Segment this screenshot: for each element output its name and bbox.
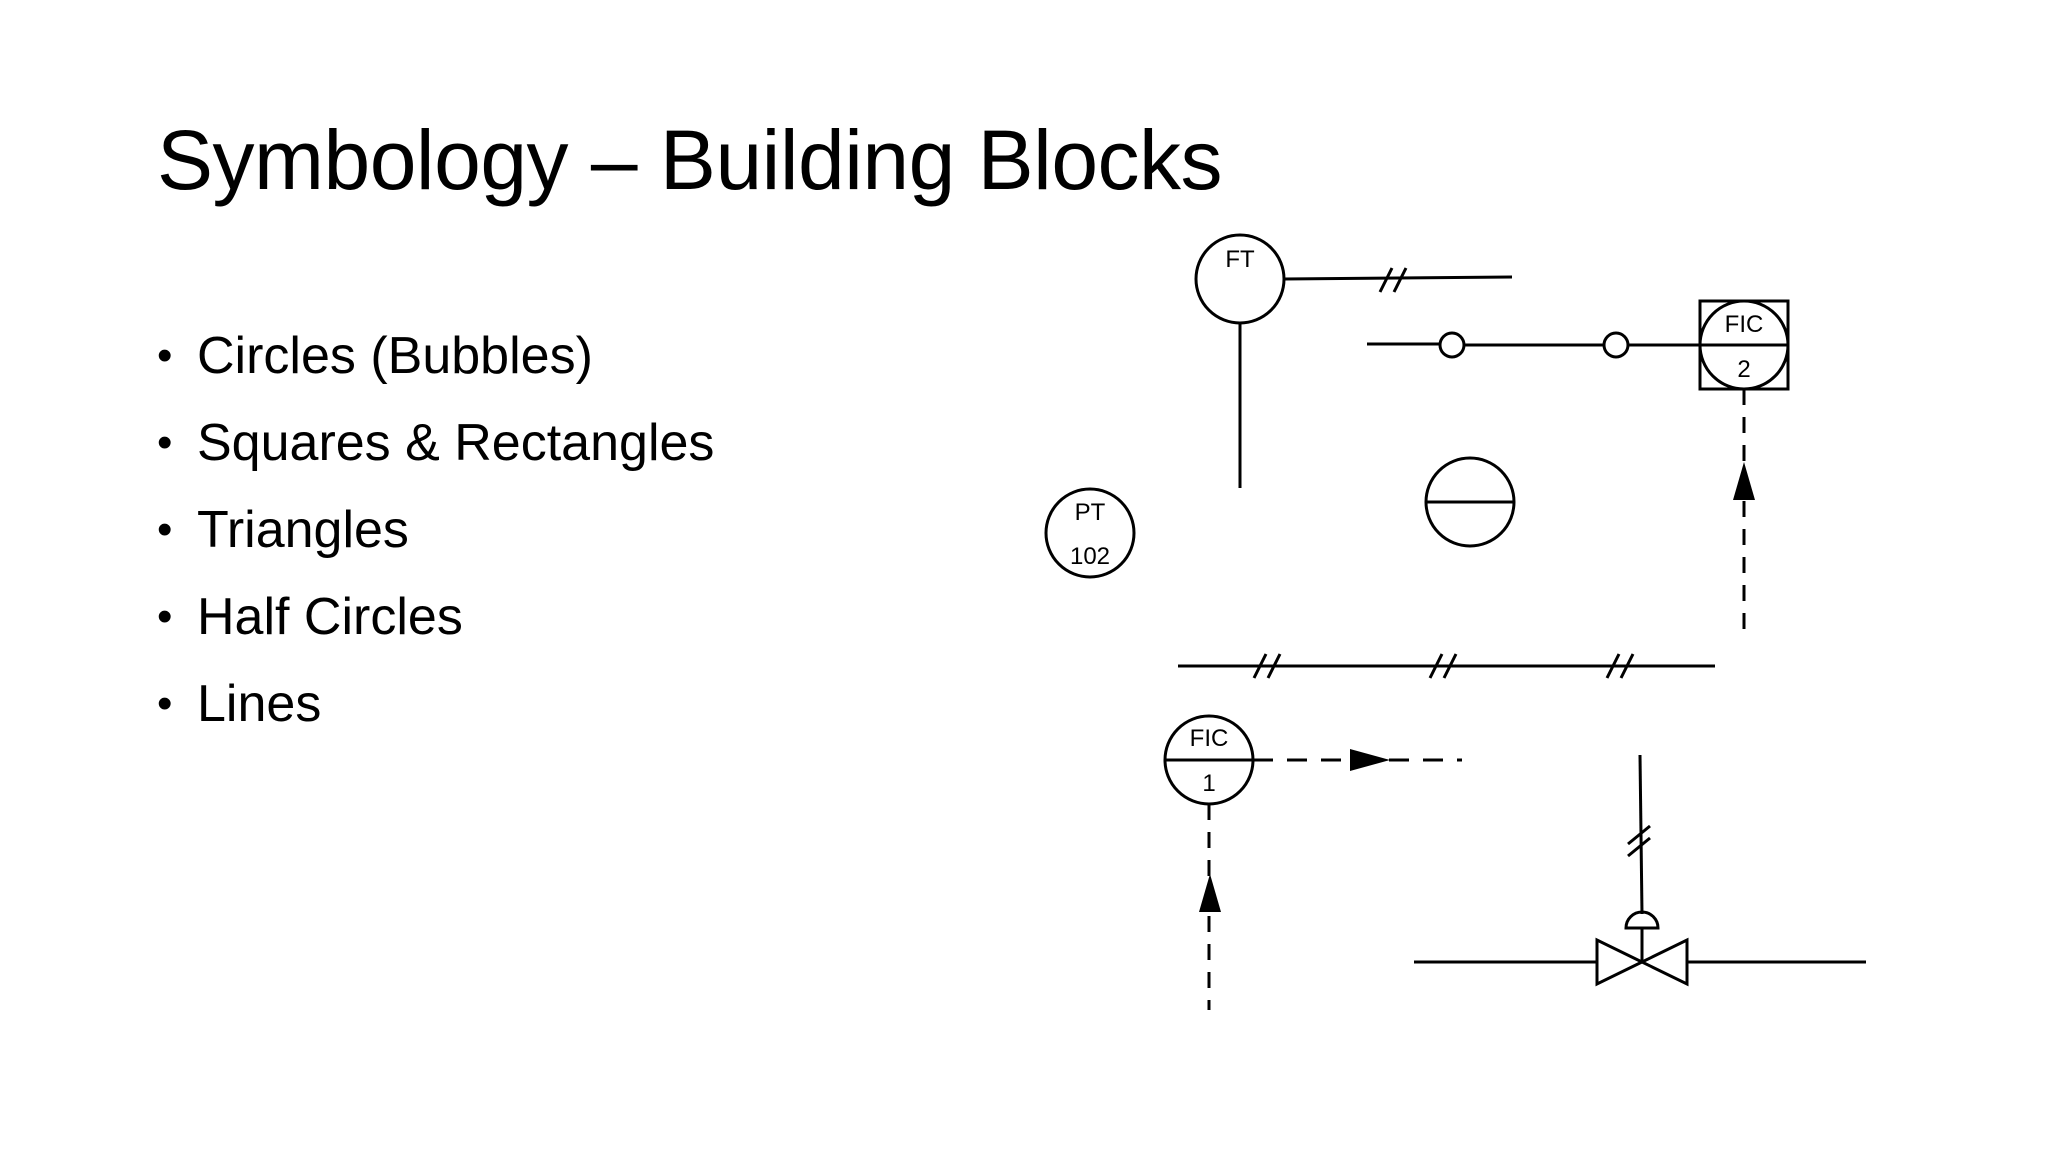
electrical-signal-line-middle [1178, 653, 1715, 679]
hash-mark [1442, 653, 1458, 679]
bullet-dot-icon: • [157, 417, 173, 467]
hash-mark [1619, 653, 1635, 679]
valve-body-left-icon [1595, 937, 1646, 987]
hash-mark [1605, 653, 1621, 679]
bullet-item-circles: • Circles (Bubbles) [157, 312, 714, 399]
link-node [1438, 331, 1466, 359]
bullet-item-half-circles: • Half Circles [157, 573, 714, 660]
fic-1-tag: FIC [1190, 725, 1229, 752]
bullet-dot-icon: • [157, 504, 173, 554]
bullet-item-lines: • Lines [157, 660, 714, 747]
bullet-label: Lines [197, 674, 322, 733]
ft-instrument-label: FT [1225, 246, 1255, 273]
bullet-list: • Circles (Bubbles) • Squares & Rectangl… [157, 312, 714, 747]
dashed-signal-to-fic-2 [1733, 389, 1755, 630]
fic-1-number: 1 [1202, 770, 1215, 797]
pt-102-tag: PT [1075, 499, 1106, 526]
hash-mark [1627, 824, 1651, 846]
bullet-label: Triangles [197, 500, 409, 559]
hash-mark [1392, 267, 1408, 293]
bullet-label: Half Circles [197, 587, 463, 646]
software-link-line [1367, 331, 1700, 359]
fic-2-shared-display: FIC 2 [1698, 299, 1790, 391]
hash-mark [1428, 653, 1444, 679]
arrow-up-icon [1199, 874, 1221, 912]
dashed-signal-to-fic-1 [1199, 804, 1221, 1010]
bullet-label: Squares & Rectangles [197, 413, 715, 472]
dashed-signal-from-fic-1 [1253, 749, 1462, 771]
arrow-right-icon [1350, 749, 1390, 771]
bullet-dot-icon: • [157, 330, 173, 380]
ft-instrument-group: FT [1194, 233, 1286, 488]
valve-actuator-icon [1624, 910, 1660, 930]
bullet-dot-icon: • [157, 591, 173, 641]
electrical-signal-line-top [1283, 267, 1513, 293]
arrow-up-icon [1733, 462, 1755, 500]
fic-2-tag: FIC [1725, 311, 1764, 338]
fic-1-instrument: FIC 1 [1163, 714, 1255, 806]
fic-2-number: 2 [1737, 356, 1750, 383]
bullet-label: Circles (Bubbles) [197, 326, 593, 385]
pt-102-number: 102 [1070, 543, 1110, 570]
bullet-dot-icon: • [157, 678, 173, 728]
half-circle-symbol [1424, 456, 1516, 548]
link-node [1602, 331, 1630, 359]
slide-title: Symbology – Building Blocks [157, 113, 1223, 207]
pt-102-bubble [1044, 487, 1136, 579]
control-valve-assembly [1414, 754, 1866, 987]
bullet-item-squares: • Squares & Rectangles [157, 399, 714, 486]
hash-mark [1266, 653, 1282, 679]
hash-mark [1252, 653, 1268, 679]
hash-mark [1627, 836, 1651, 858]
hash-mark [1378, 267, 1394, 293]
pt-102-instrument: PT 102 [1044, 487, 1136, 579]
valve-body-right-icon [1638, 937, 1689, 987]
bullet-item-triangles: • Triangles [157, 486, 714, 573]
